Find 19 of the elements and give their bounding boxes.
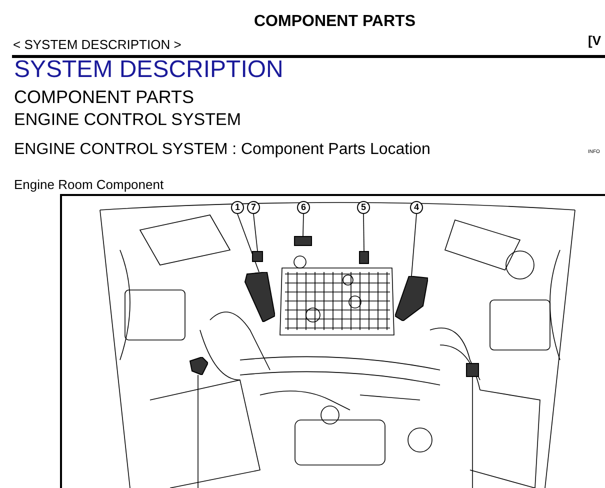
leader-line	[302, 214, 304, 236]
leader-line	[237, 214, 260, 272]
leader-line	[411, 214, 417, 276]
system-heading: ENGINE CONTROL SYSTEM	[14, 111, 242, 130]
callout-number: 5	[357, 201, 370, 214]
leader-line	[253, 214, 258, 252]
section-header: < SYSTEM DESCRIPTION >	[13, 38, 182, 52]
callout-number: 7	[247, 201, 260, 214]
location-heading: ENGINE CONTROL SYSTEM : Component Parts Location	[14, 141, 430, 159]
callout-number: 6	[297, 201, 310, 214]
header-code: [V	[588, 34, 601, 48]
figure-caption: Engine Room Component	[14, 178, 164, 192]
page-title: COMPONENT PARTS	[254, 13, 416, 31]
callout-number: 4	[410, 201, 423, 214]
subsection-heading: COMPONENT PARTS	[14, 88, 194, 108]
callout-number: 1	[231, 201, 244, 214]
leader-line	[472, 376, 473, 488]
section-heading: SYSTEM DESCRIPTION	[14, 57, 284, 84]
leader-line	[363, 214, 364, 252]
